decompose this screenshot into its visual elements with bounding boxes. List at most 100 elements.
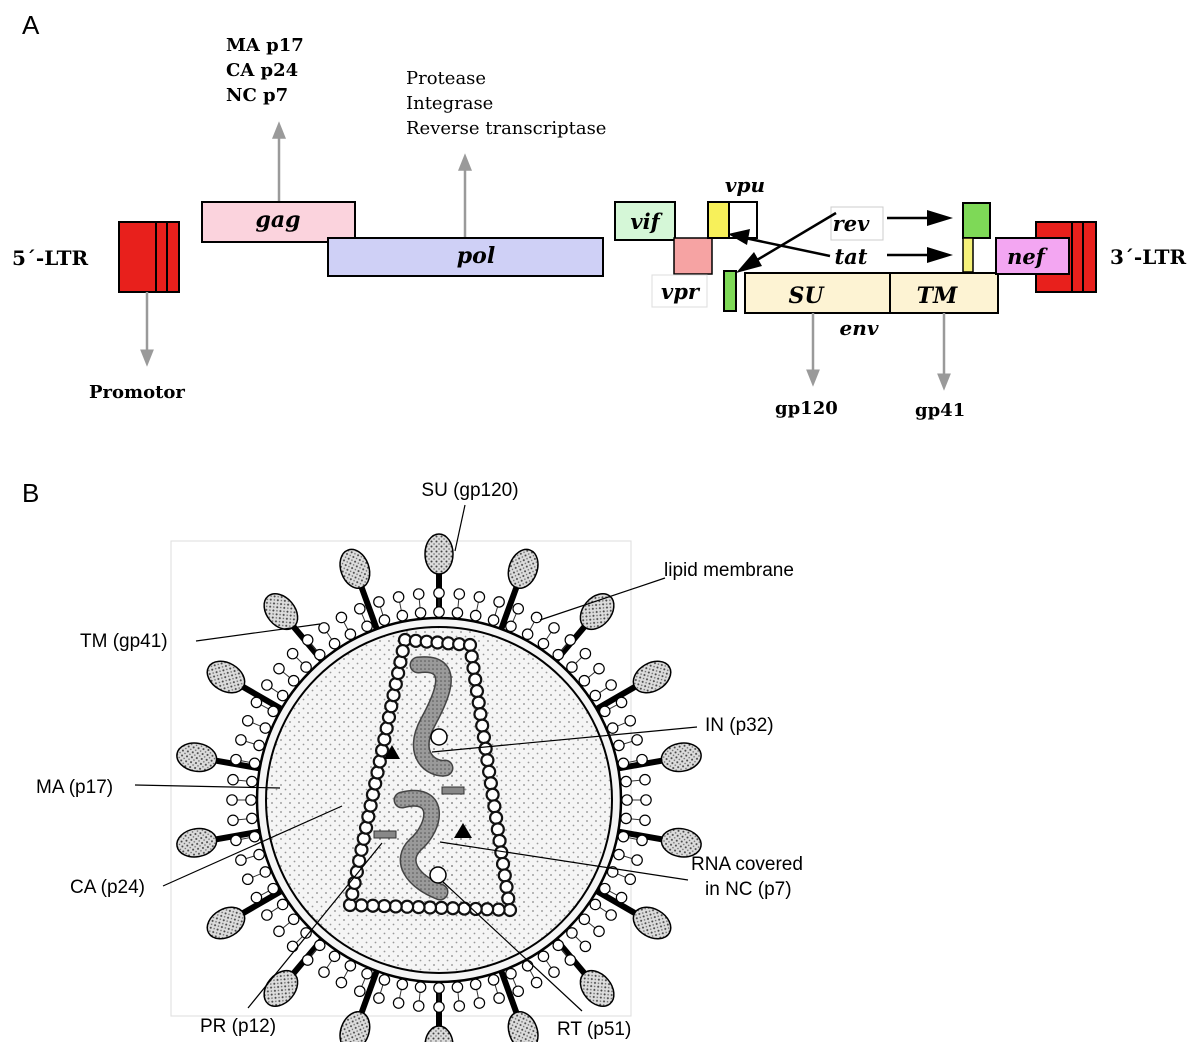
gag-gene: gag	[202, 202, 355, 242]
lipid-head-outer	[637, 835, 647, 845]
lipid-head-inner	[614, 740, 624, 750]
su-label: SU	[788, 283, 825, 309]
capsid-bead	[378, 900, 390, 912]
capsid-bead	[466, 651, 478, 663]
capsid-bead	[344, 899, 356, 911]
lipid-head-inner	[301, 662, 311, 672]
lipid-head-inner	[379, 975, 389, 985]
capsid-bead	[494, 835, 506, 847]
capsid-bead	[476, 720, 488, 732]
lipid-head-inner	[434, 983, 444, 993]
lipid-head-inner	[254, 849, 264, 859]
lipid-head-inner	[315, 940, 325, 950]
capsid-bead	[372, 767, 384, 779]
capsid-bead	[392, 667, 404, 679]
lipid-head-inner	[600, 883, 610, 893]
lipid-head-inner	[345, 629, 355, 639]
capsid-bead	[504, 904, 516, 916]
lipid-head-inner	[345, 961, 355, 971]
capsid-bead	[490, 812, 502, 824]
capsid-bead	[401, 901, 413, 913]
su-knob	[503, 545, 543, 592]
capsid-bead	[493, 904, 505, 916]
capsid-bead	[381, 722, 393, 734]
lipid-head-outer	[336, 977, 346, 987]
pol-label: pol	[457, 243, 495, 269]
capsid-bead	[367, 900, 379, 912]
gag-label: gag	[255, 207, 300, 233]
capsid-bead	[483, 766, 495, 778]
lipid-head-inner	[254, 740, 264, 750]
lipid-head-outer	[262, 910, 272, 920]
lipid-head-inner	[452, 608, 462, 618]
capsid-bead	[488, 800, 500, 812]
capsid-bead	[487, 789, 499, 801]
capsid-bead	[349, 877, 361, 889]
capsid-bead	[362, 811, 374, 823]
lipid-head-inner	[600, 706, 610, 716]
lipid-head-outer	[513, 604, 523, 614]
capsid-bead	[447, 902, 459, 914]
lipid-head-outer	[531, 612, 541, 622]
tat-label: tat	[834, 244, 867, 269]
lipid-head-outer	[336, 612, 346, 622]
lipid-head-outer	[434, 1002, 444, 1012]
capsid-bead	[369, 778, 381, 790]
lipid-head-outer	[355, 986, 365, 996]
lipid-head-inner	[618, 831, 628, 841]
capsid-bead	[355, 844, 367, 856]
lipid-head-inner	[329, 638, 339, 648]
env-gene: SU TM	[745, 273, 998, 313]
lipid-head-inner	[415, 982, 425, 992]
capsid-bead	[497, 858, 509, 870]
capsid-bead	[478, 731, 490, 743]
lipid-head-outer	[302, 635, 312, 645]
lipid-head-inner	[379, 615, 389, 625]
tat-exon2	[963, 238, 973, 272]
su-knob	[335, 1008, 375, 1042]
lipid-head-outer	[640, 775, 650, 785]
capsid-bead	[471, 685, 483, 697]
lipid-head-outer	[606, 910, 616, 920]
lipid-head-outer	[616, 892, 626, 902]
lipid-head-outer	[434, 588, 444, 598]
capsid-bead	[473, 697, 485, 709]
capsid-bead	[346, 888, 358, 900]
lipid-head-outer	[414, 1001, 424, 1011]
lipid-head-inner	[415, 608, 425, 618]
lipid-head-outer	[319, 967, 329, 977]
capsid-bead	[413, 901, 425, 913]
lipid-head-outer	[243, 716, 253, 726]
vif-gene: vif	[615, 202, 675, 240]
lipid-head-outer	[374, 597, 384, 607]
lipid-head-outer	[393, 998, 403, 1008]
vpr-gene: vpr	[652, 238, 712, 307]
lipid-head-outer	[454, 589, 464, 599]
lipid-head-outer	[606, 680, 616, 690]
label-rt: RT (p51)	[557, 1019, 631, 1040]
su-knob	[628, 901, 677, 945]
rev-exon2	[963, 203, 990, 238]
capsid-bead	[358, 833, 370, 845]
lipid-head-inner	[260, 867, 270, 877]
capsid-bead	[424, 902, 436, 914]
lipid-head-outer	[251, 697, 261, 707]
lipid-head-outer	[565, 955, 575, 965]
lipid-head-inner	[567, 662, 577, 672]
capsid-bead	[390, 678, 402, 690]
lipid-head-inner	[621, 813, 631, 823]
lipid-head-outer	[274, 926, 284, 936]
gp41-label: gp41	[915, 400, 965, 421]
su-knob	[628, 655, 677, 699]
lipid-head-inner	[553, 649, 563, 659]
label-ca: CA (p24)	[70, 877, 145, 898]
label-ma: MA (p17)	[36, 777, 113, 798]
lipid-head-inner	[329, 951, 339, 961]
lipid-head-inner	[618, 758, 628, 768]
capsid-bead	[388, 689, 400, 701]
capsid-bead	[397, 645, 409, 657]
protease-bar-1	[442, 787, 464, 794]
gag-product-ma: MA p17	[226, 35, 304, 56]
lipid-head-outer	[625, 874, 635, 884]
lipid-head-outer	[251, 892, 261, 902]
